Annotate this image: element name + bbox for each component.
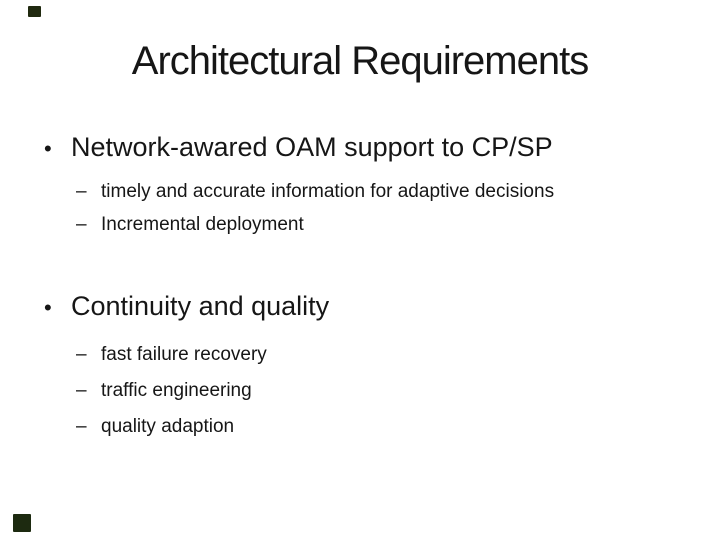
sub-bullet-text: quality adaption: [101, 416, 235, 437]
bullet-item: • Network-awared OAM support to CP/SP: [0, 127, 720, 169]
sub-bullet-item: – quality adaption: [0, 412, 720, 442]
sub-bullet-text: timely and accurate information for adap…: [101, 181, 555, 202]
sub-bullet-item: – traffic engineering: [0, 376, 720, 406]
bullet-item: • Continuity and quality: [0, 286, 720, 328]
sub-bullet-text: fast failure recovery: [101, 344, 267, 365]
bullet-text: Network-awared OAM support to CP/SP: [71, 132, 553, 162]
sub-bullet-item: – timely and accurate information for ad…: [0, 177, 720, 207]
dash-marker: –: [76, 181, 87, 202]
sub-bullet-text: Incremental deployment: [101, 214, 304, 235]
sub-bullet-item: – Incremental deployment: [0, 210, 720, 240]
dash-marker: –: [76, 344, 87, 365]
corner-mark-top-left: [28, 6, 41, 17]
slide-title: Architectural Requirements: [131, 39, 589, 83]
bullet-marker: •: [44, 295, 52, 320]
bullet-text: Continuity and quality: [71, 291, 330, 321]
corner-mark-bottom-left: [13, 514, 31, 532]
sub-bullet-item: – fast failure recovery: [0, 340, 720, 370]
dash-marker: –: [76, 380, 87, 401]
slide-body: • Network-awared OAM support to CP/SP – …: [0, 127, 720, 442]
dash-marker: –: [76, 416, 87, 437]
dash-marker: –: [76, 214, 87, 235]
bullet-marker: •: [44, 136, 52, 161]
sub-bullet-text: traffic engineering: [101, 380, 252, 401]
